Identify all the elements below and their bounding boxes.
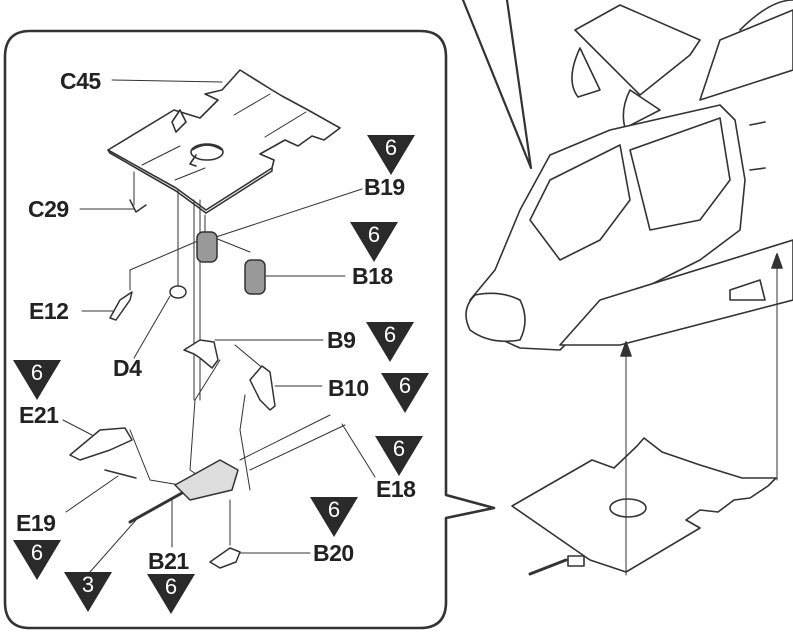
- paint-marker-b10: 6: [381, 373, 429, 413]
- label-b10: B10: [328, 375, 369, 401]
- paint-marker-e21: 6: [13, 360, 61, 400]
- paint-marker-e19: 6: [13, 540, 61, 580]
- label-e12: E12: [29, 298, 69, 324]
- label-d4: D4: [113, 355, 142, 381]
- paint-marker-e18: 6: [375, 436, 423, 476]
- paint-marker-gun-barrel: 3: [64, 572, 112, 612]
- label-b9: B9: [327, 327, 356, 353]
- paint-marker-b21: 6: [147, 574, 195, 614]
- label-b19: B19: [364, 174, 405, 200]
- small-parts: [69, 199, 276, 569]
- lower-floor-drawing: [511, 253, 783, 576]
- callout-frame: [3, 29, 496, 630]
- zoom-pointer-lines: [461, 0, 533, 170]
- paint-marker-b20: 6: [310, 497, 358, 537]
- label-c45: C45: [60, 68, 101, 94]
- label-e21: E21: [19, 402, 59, 428]
- floor-c45-drawing: [107, 69, 341, 214]
- label-e19: E19: [16, 510, 56, 536]
- label-b18: B18: [352, 263, 393, 289]
- label-b21: B21: [148, 548, 189, 574]
- paint-marker-b19: 6: [367, 135, 415, 175]
- label-e18: E18: [376, 476, 416, 502]
- helicopter-drawing: [465, 0, 793, 351]
- paint-marker-b18: 6: [350, 222, 398, 262]
- paint-marker-b9: 6: [366, 322, 414, 362]
- label-c29: C29: [28, 196, 69, 222]
- label-b20: B20: [313, 540, 354, 566]
